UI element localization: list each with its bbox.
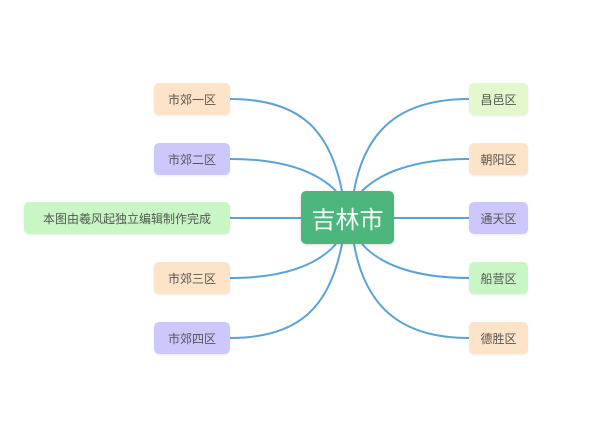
- node-right-2[interactable]: 朝阳区: [469, 143, 528, 175]
- central-node[interactable]: 吉林市: [301, 191, 394, 244]
- node-right-3[interactable]: 通天区: [469, 202, 528, 234]
- node-left-4[interactable]: 市郊四区: [154, 322, 230, 354]
- node-left-credit[interactable]: 本图由羲风起独立编辑制作完成: [24, 202, 230, 234]
- node-right-5[interactable]: 德胜区: [469, 322, 528, 354]
- node-right-4[interactable]: 船营区: [469, 262, 528, 294]
- node-right-1[interactable]: 昌邑区: [469, 83, 528, 115]
- node-left-1[interactable]: 市郊一区: [154, 83, 230, 115]
- node-left-3[interactable]: 市郊三区: [154, 262, 230, 294]
- node-left-2[interactable]: 市郊二区: [154, 143, 230, 175]
